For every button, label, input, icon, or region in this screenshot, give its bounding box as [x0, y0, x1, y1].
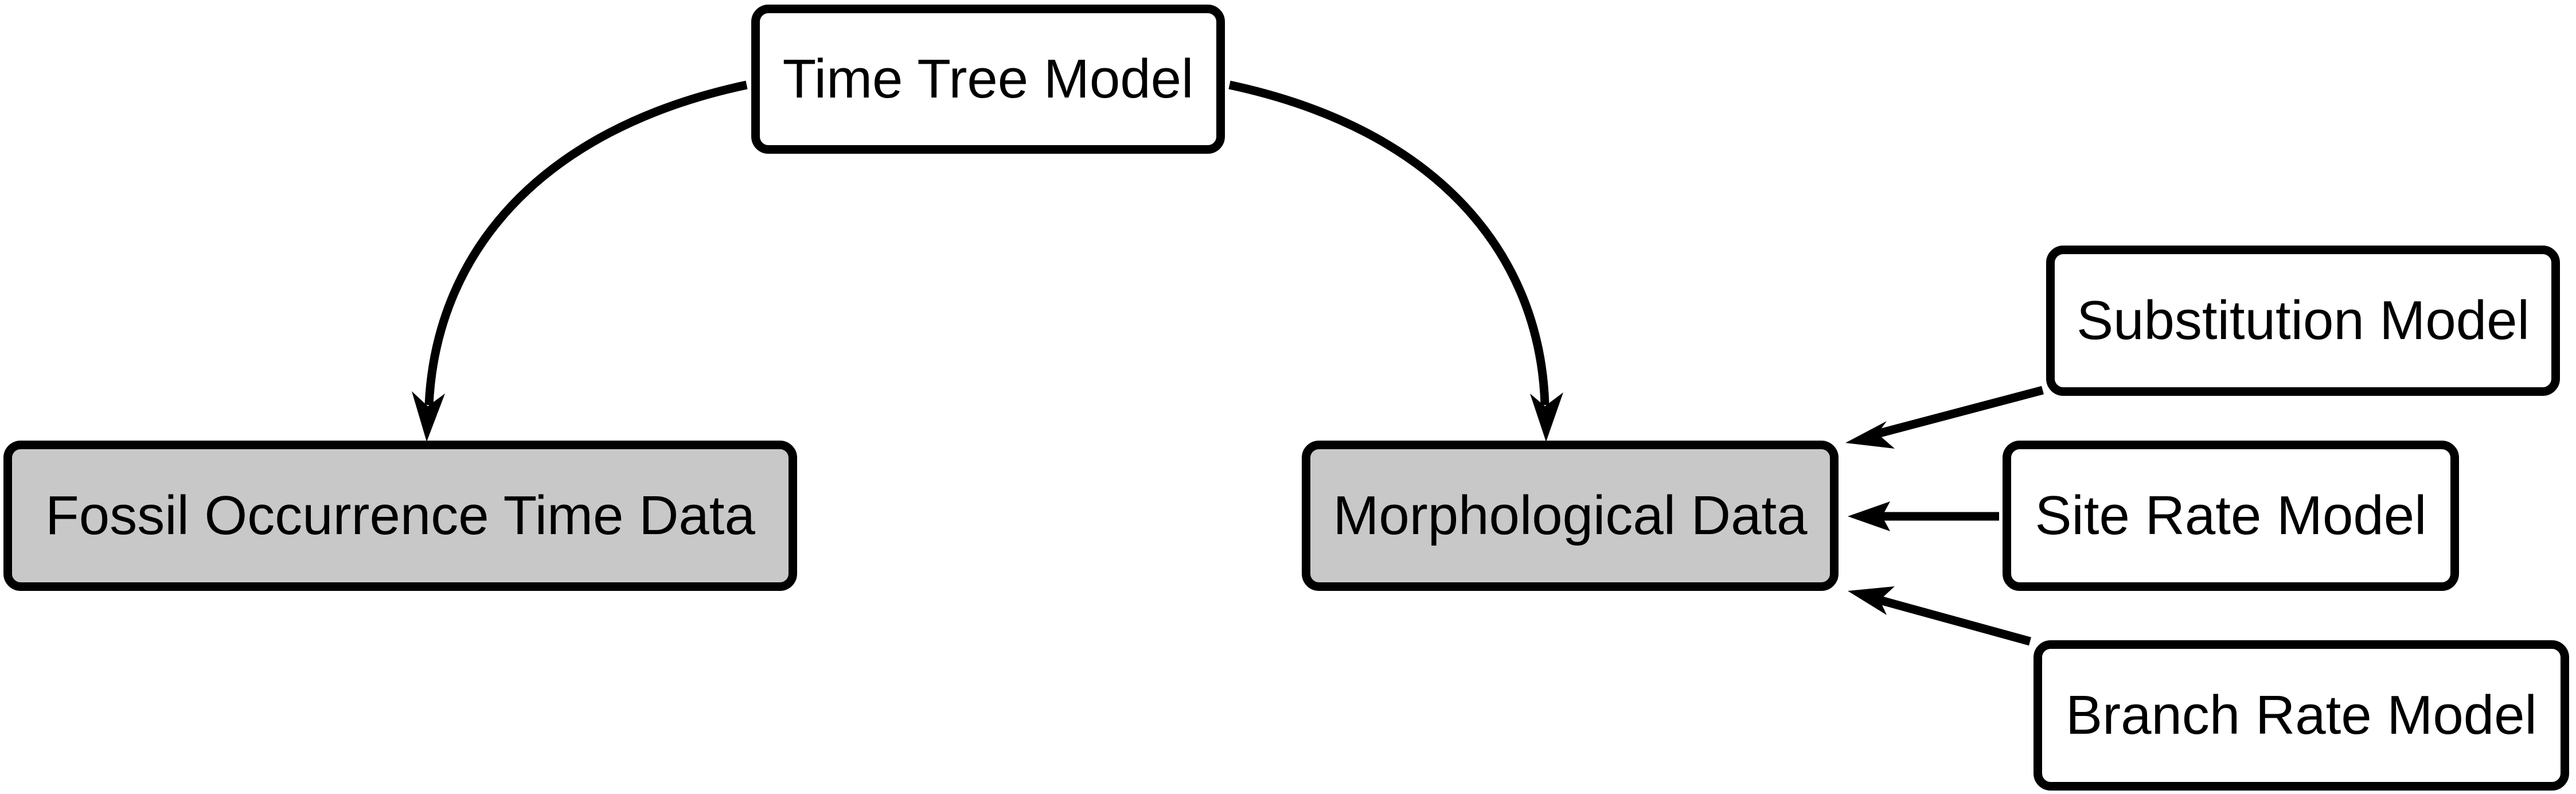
arrowhead-morph-site	[1848, 501, 1890, 531]
substitution-model-label: Substitution Model	[2077, 290, 2530, 351]
arrowhead-morph-subst	[1845, 421, 1895, 449]
time-tree-model-node: Time Tree Model	[751, 5, 1225, 154]
branch-rate-model-node: Branch Rate Model	[2034, 640, 2569, 791]
substitution-model-node: Substitution Model	[2046, 246, 2560, 396]
edge-time-tree-to-morph	[1228, 80, 1549, 406]
site-rate-model-label: Site Rate Model	[2035, 485, 2427, 546]
fossil-occurrence-time-data-label: Fossil Occurrence Time Data	[45, 485, 755, 546]
arrowhead-fossil	[412, 391, 445, 442]
morphological-data-node: Morphological Data	[1302, 441, 1839, 591]
edge-subst-to-morph	[1876, 386, 2044, 438]
arrowhead-morph-top	[1530, 392, 1563, 442]
fossil-occurrence-time-data-node: Fossil Occurrence Time Data	[3, 441, 797, 591]
morphological-data-label: Morphological Data	[1333, 485, 1808, 546]
time-tree-model-label: Time Tree Model	[782, 48, 1194, 110]
arrowhead-morph-branch	[1848, 586, 1895, 615]
edge-branch-to-morph	[1879, 596, 2031, 646]
edge-time-tree-to-fossil	[424, 80, 748, 406]
site-rate-model-node: Site Rate Model	[2003, 441, 2459, 591]
branch-rate-model-label: Branch Rate Model	[2066, 684, 2537, 746]
